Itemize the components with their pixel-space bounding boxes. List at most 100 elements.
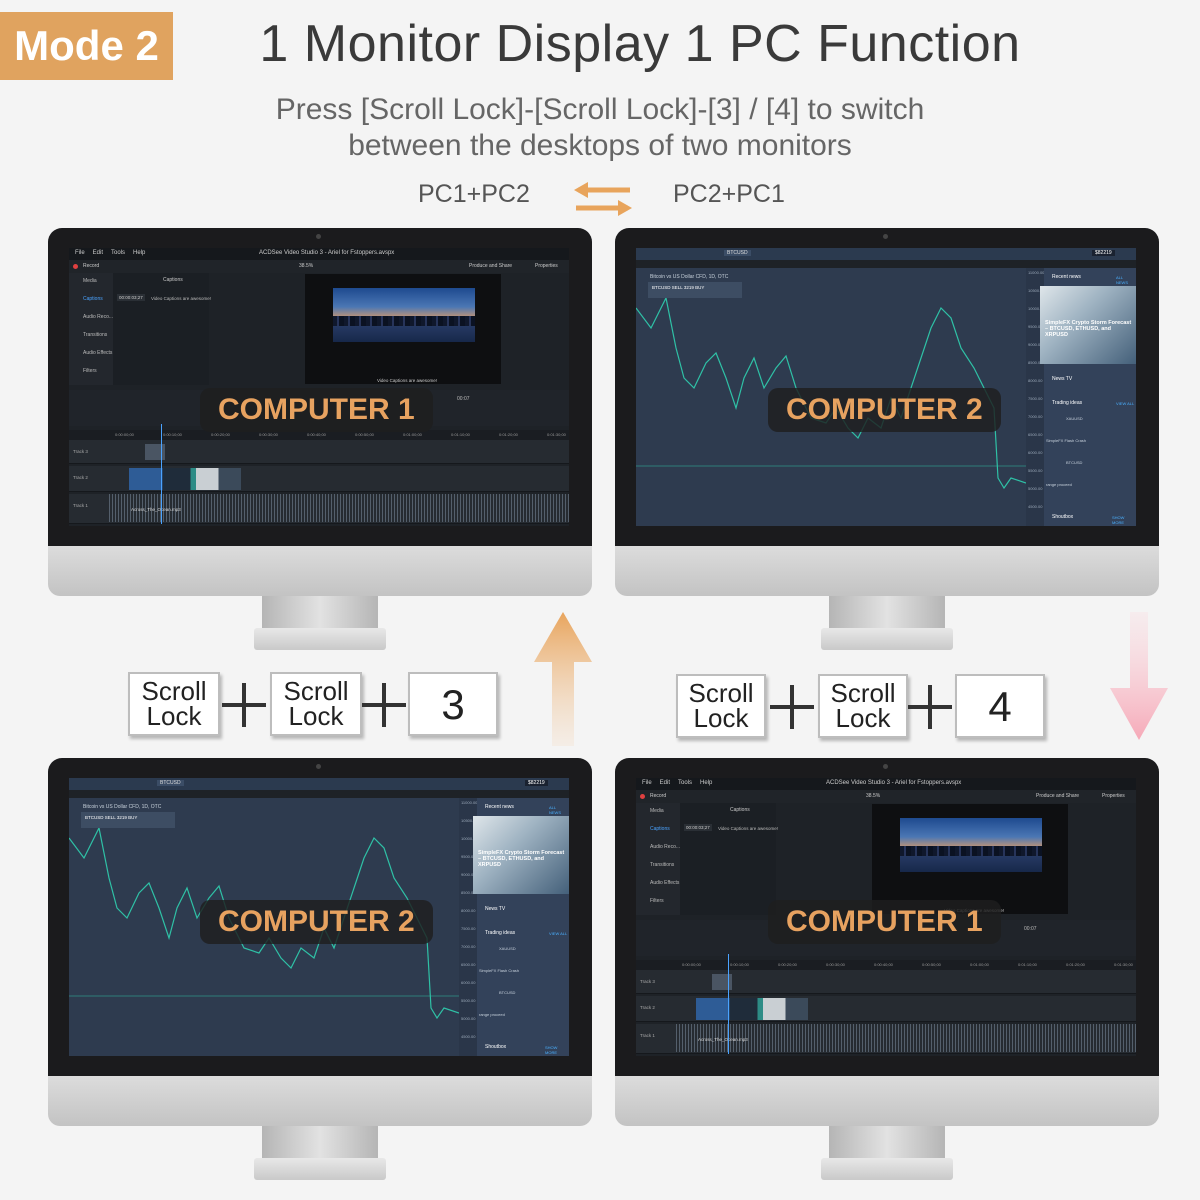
menu-item[interactable]: Help <box>700 780 713 786</box>
axis-tick: 9500.00 <box>461 854 476 859</box>
idea-item: XAUUSD <box>1066 416 1083 421</box>
monitor-foot <box>821 628 953 650</box>
axis-tick: 8500.00 <box>461 890 476 895</box>
axis-tick: 9500.00 <box>1028 324 1043 329</box>
menu-item[interactable]: Help <box>133 250 146 256</box>
monitor-neck <box>262 596 378 632</box>
play-time: 00:07 <box>457 396 470 402</box>
monitor-neck <box>262 1126 378 1162</box>
symbol-search: BTCUSD <box>157 780 184 786</box>
ruler-tick: 0:00:10;00 <box>730 962 749 967</box>
key-label: Lock <box>693 703 749 733</box>
ruler-tick: 0:01:30;00 <box>547 432 566 437</box>
camera-dot <box>883 234 888 239</box>
camera-dot <box>316 764 321 769</box>
zoom-level: 38.5% <box>299 263 314 269</box>
key-label: Lock <box>288 701 344 731</box>
caption-clip <box>712 974 732 990</box>
sidebar-item: Transitions <box>83 332 108 338</box>
audio-clip-label: Across_The_Ocean.mp3 <box>698 1037 748 1042</box>
news-tv-heading: News TV <box>485 906 506 912</box>
axis-tick: 6000.00 <box>461 980 476 985</box>
preview-image <box>900 818 1042 872</box>
axis-tick: 11000.00 <box>1028 270 1045 275</box>
arrow-down-icon <box>1110 612 1168 740</box>
camera-dot <box>883 764 888 769</box>
key-4: 4 <box>955 674 1045 738</box>
order-right: PC2+PC1 <box>673 180 785 208</box>
menu-item[interactable]: Edit <box>92 250 104 256</box>
ruler-tick: 0:01:10;00 <box>451 432 470 437</box>
sidebar-item: Transitions <box>650 862 675 868</box>
timeline-ruler <box>636 960 1136 970</box>
monitor-foot <box>821 1158 953 1180</box>
axis-tick: 10500.00 <box>1028 288 1045 293</box>
caption-text: Video Captions are awesome! <box>718 826 778 831</box>
show-more-link: SHOW MORE <box>545 1045 558 1055</box>
ruler-tick: 0:01:00;00 <box>970 962 989 967</box>
ruler-tick: 0:00:50;00 <box>922 962 941 967</box>
axis-tick: 4500.00 <box>1028 504 1043 509</box>
caption-time: 00:00:03;27 <box>117 294 145 301</box>
axis-tick: 5000.00 <box>1028 486 1043 491</box>
axis-tick: 8000.00 <box>1028 378 1043 383</box>
show-more-link: SHOW MORE <box>1112 515 1125 525</box>
track-label: Track 3 <box>640 979 655 984</box>
ruler-tick: 0:00:20;00 <box>778 962 797 967</box>
page-title: 1 Monitor Display 1 PC Function <box>259 15 1021 73</box>
price-axis <box>1026 268 1044 526</box>
idea-item: range proceed <box>1046 482 1072 487</box>
scroll-lock-key: Scroll Lock <box>128 672 220 736</box>
caption-text: Video Captions are awesome! <box>151 296 211 301</box>
axis-tick: 7500.00 <box>461 926 476 931</box>
menu-item[interactable]: File <box>75 250 85 256</box>
track-label: Track 1 <box>640 1033 655 1038</box>
shoutbox-heading: Shoutbox <box>485 1044 507 1050</box>
key-label: Scroll <box>141 676 207 706</box>
track-label: Track 2 <box>640 1005 655 1010</box>
menu-bar: File Edit Tools Help <box>75 250 145 256</box>
playhead <box>161 424 162 524</box>
sidebar-item: Audio Reco... <box>83 314 114 320</box>
idea-item: range proceed <box>479 1012 505 1017</box>
axis-tick: 4500.00 <box>461 1034 476 1039</box>
symbol-box <box>648 282 742 298</box>
sidebar <box>69 273 113 385</box>
idea-item: SimpleFX Flash Crash <box>1046 438 1087 443</box>
sidebar-item: Audio Reco... <box>650 844 681 850</box>
trading-ideas-heading: Trading ideas <box>1052 400 1083 406</box>
computer-1-label: COMPUTER 1 <box>200 388 433 432</box>
window-title: ACDSee Video Studio 3 - Ariel for Fstopp… <box>826 780 962 786</box>
produce-button: Produce and Share <box>469 263 513 269</box>
idea-item: XAUUSD <box>499 946 516 951</box>
video-clip <box>696 998 808 1020</box>
play-time: 00:07 <box>1024 926 1037 932</box>
properties-button: Properties <box>535 263 558 269</box>
subtitle: Press [Scroll Lock]-[Scroll Lock]-[3] / … <box>200 92 1000 164</box>
record-label: Record <box>650 793 667 799</box>
axis-tick: 8000.00 <box>461 908 476 913</box>
monitor-neck <box>829 596 945 632</box>
preview-skyline <box>333 316 475 326</box>
idea-item: SimpleFX Flash Crash <box>479 968 520 973</box>
sidebar-item: Media <box>83 278 97 284</box>
menu-item[interactable]: Tools <box>111 250 126 256</box>
ruler-tick: 0:00:50;00 <box>355 432 374 437</box>
menu-item[interactable]: Tools <box>678 780 693 786</box>
properties-button: Properties <box>1102 793 1125 799</box>
key-3: 3 <box>408 672 498 736</box>
symbol-box <box>81 812 175 828</box>
monitor-chin <box>48 546 592 596</box>
axis-tick: 7000.00 <box>1028 414 1043 419</box>
menu-item[interactable]: Edit <box>659 780 671 786</box>
video-clip <box>129 468 241 490</box>
all-news-link: ALL NEWS <box>549 805 561 815</box>
trading-ideas-heading: Trading ideas <box>485 930 516 936</box>
computer-2-label: COMPUTER 2 <box>200 900 433 944</box>
audio-clip-label: Across_The_Ocean.mp3 <box>131 507 181 512</box>
track-label: Track 1 <box>73 503 88 508</box>
track-label: Track 2 <box>73 475 88 480</box>
key-label: Scroll <box>688 678 754 708</box>
menu-item[interactable]: File <box>642 780 652 786</box>
